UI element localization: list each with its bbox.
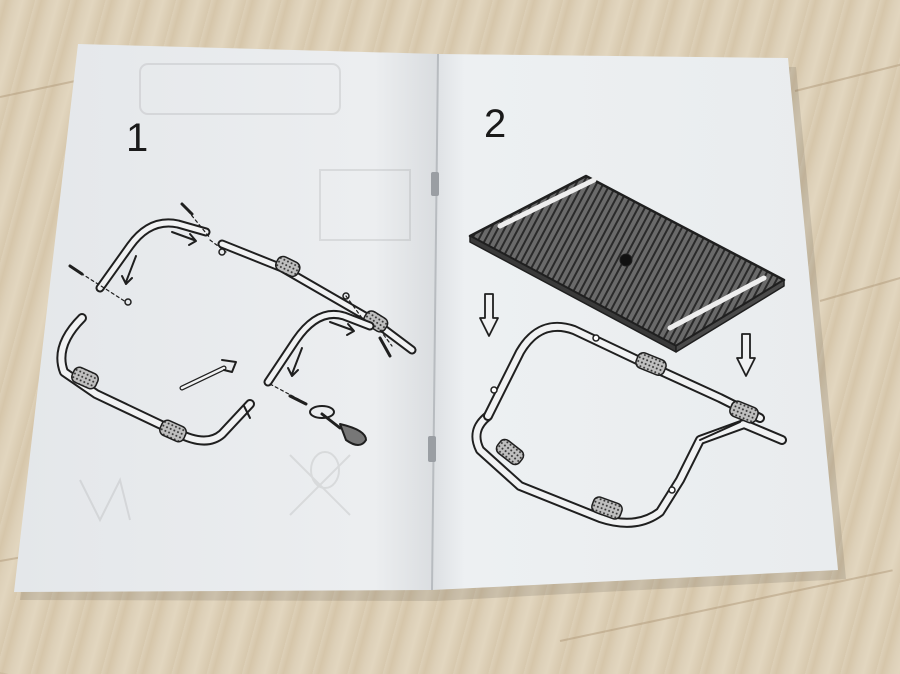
- tray-top: [468, 174, 786, 348]
- staple-bottom: [428, 436, 436, 462]
- step2-illustration: [468, 174, 787, 528]
- left-page: [14, 44, 438, 592]
- screwdriver-icon: [309, 405, 367, 446]
- step1-illustration: [56, 202, 417, 446]
- step-number-2: 2: [484, 102, 507, 146]
- wrench-icon: [179, 359, 237, 391]
- down-arrow-icon: [736, 333, 756, 377]
- step-number-1: 1: [126, 116, 149, 160]
- booklet-spine: [431, 53, 439, 591]
- down-arrow-icon: [479, 293, 499, 337]
- staple-top: [431, 172, 439, 196]
